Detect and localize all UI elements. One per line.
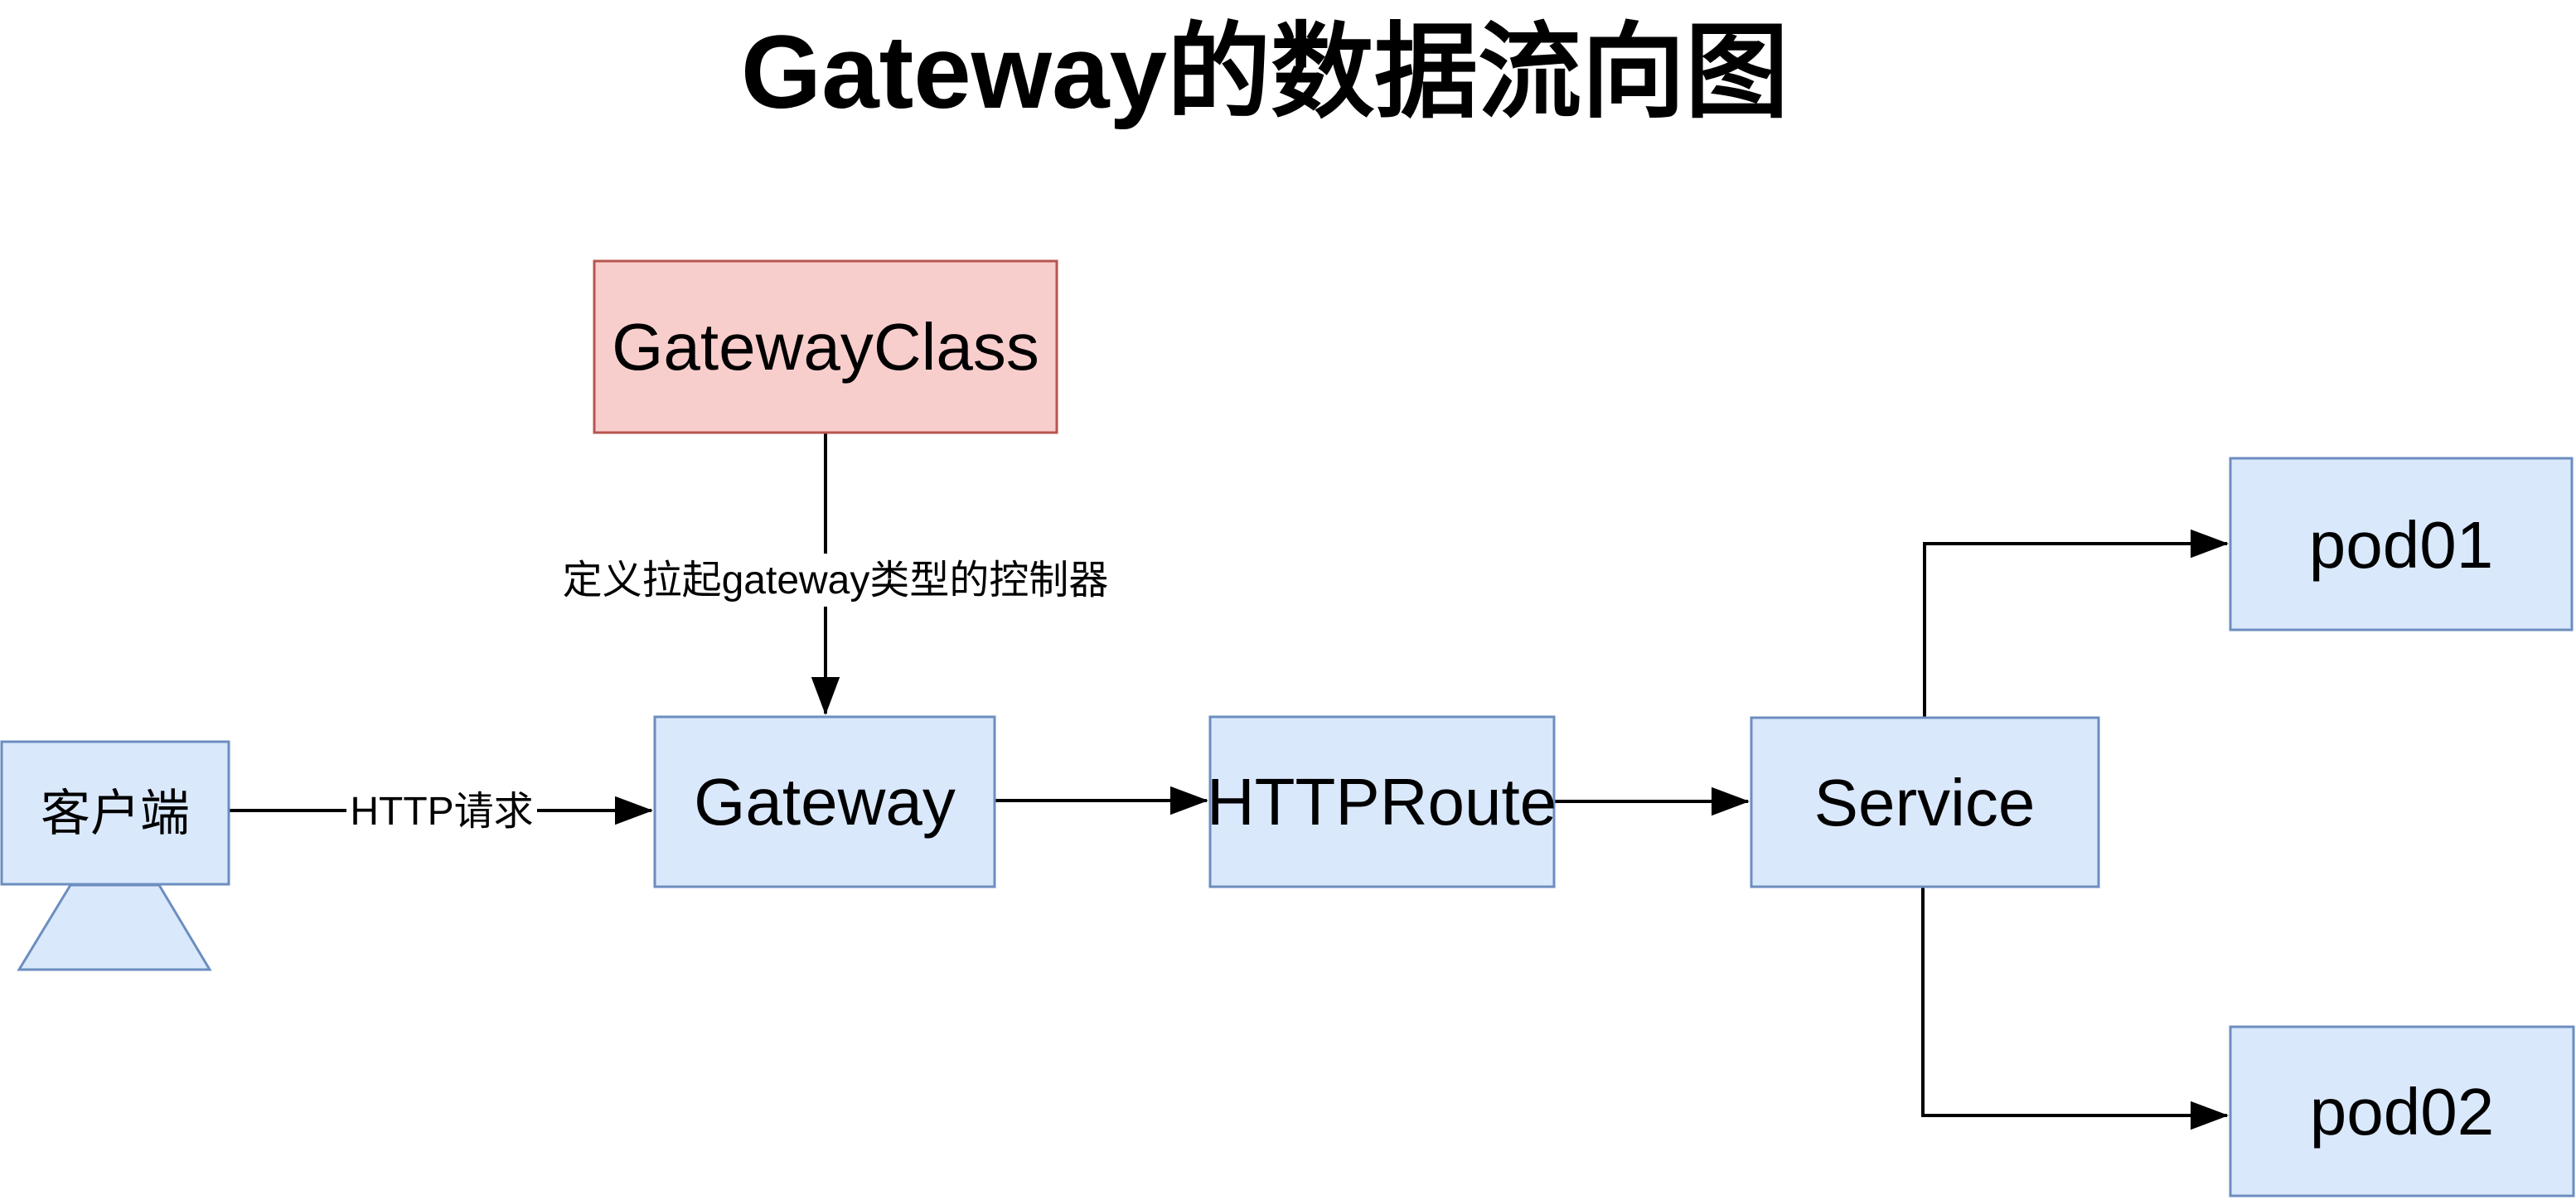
edge-label-http-request: HTTP请求	[346, 787, 537, 835]
node-pod01: pod01	[2229, 457, 2574, 631]
node-gateway: Gateway	[653, 715, 996, 888]
node-service-label: Service	[1814, 766, 2036, 840]
gateway-box	[653, 715, 996, 888]
node-service: Service	[1750, 716, 2100, 888]
node-client-label: 客户端	[41, 786, 190, 841]
client-monitor-stand	[17, 883, 212, 971]
node-pod02-label: pod02	[2310, 1075, 2494, 1149]
node-httproute-label: HTTPRoute	[1207, 765, 1557, 839]
edge-label-controller-text: 定义拉起gateway类型的控制器	[563, 559, 1109, 602]
edge-service-to-pod01	[1923, 529, 2229, 717]
pod01-box	[2229, 457, 2574, 631]
service-box	[1750, 716, 2100, 888]
edge-label-http-request-bg	[346, 787, 537, 835]
edge-label-controller-bg	[570, 554, 1101, 607]
node-pod01-label: pod01	[2309, 508, 2493, 582]
node-httproute: HTTPRoute	[1207, 715, 1557, 888]
pod02-box	[2229, 1025, 2575, 1198]
node-gatewayclass-label: GatewayClass	[612, 310, 1039, 384]
edge-service-to-pod02	[1921, 888, 2229, 1130]
node-pod02: pod02	[2229, 1025, 2575, 1198]
node-client: 客户端	[0, 740, 230, 971]
gatewayclass-box	[593, 259, 1058, 434]
client-box	[0, 740, 230, 886]
node-gateway-label: Gateway	[694, 765, 956, 839]
httproute-box	[1208, 715, 1556, 888]
diagram-title: Gateway的数据流向图	[741, 15, 1789, 130]
edge-label-http-request-text: HTTP请求	[350, 790, 533, 834]
node-gatewayclass: GatewayClass	[593, 259, 1058, 434]
edge-label-controller: 定义拉起gateway类型的控制器	[563, 554, 1109, 607]
